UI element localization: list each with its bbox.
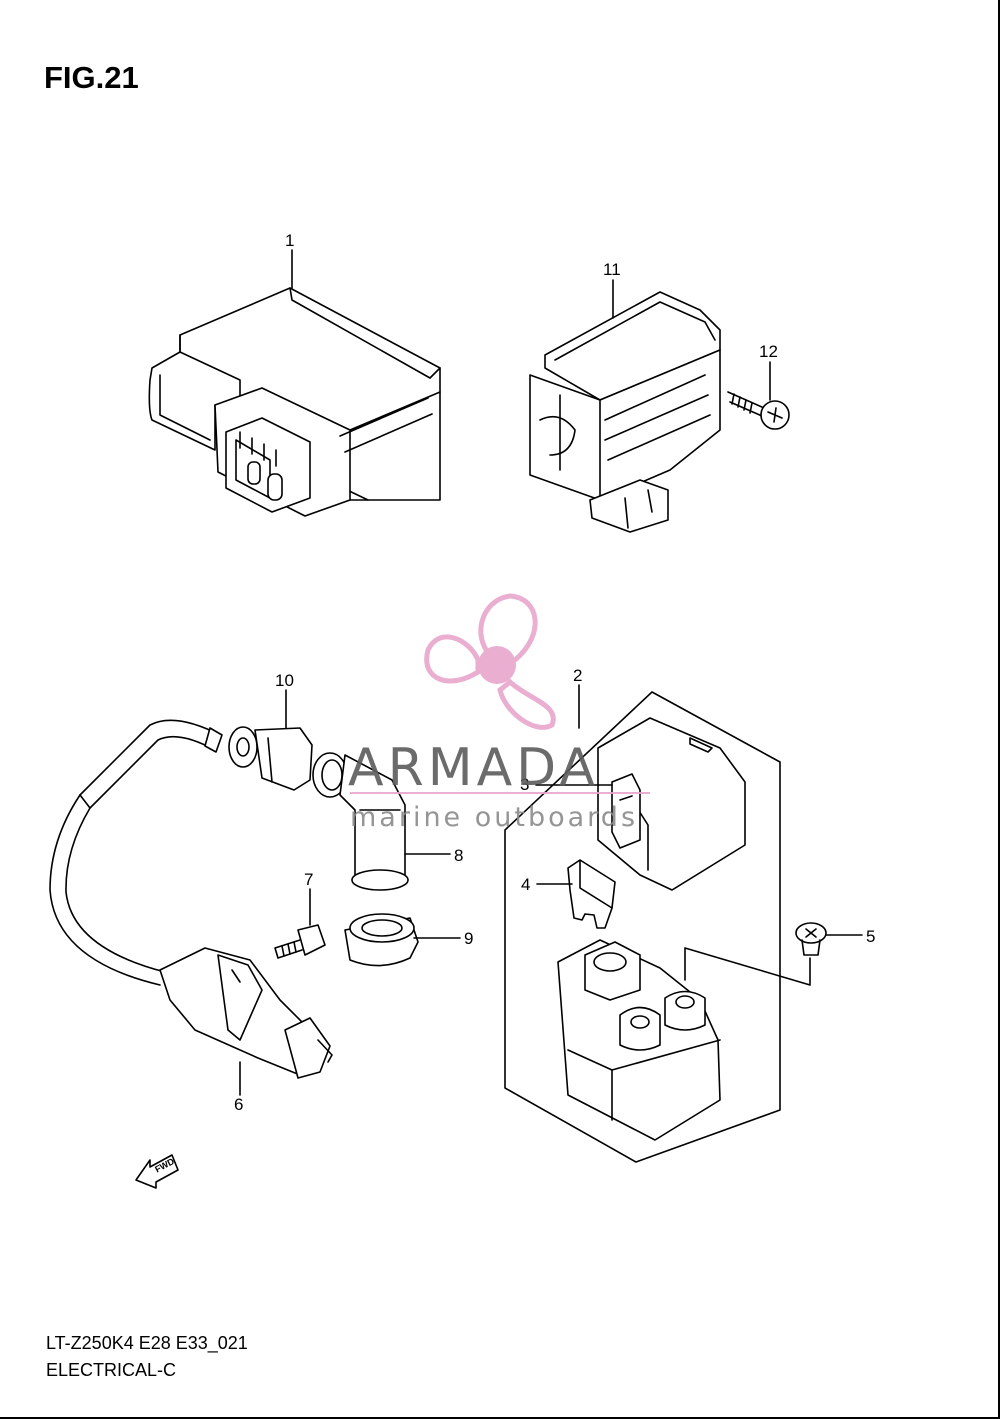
callout-11: 11: [603, 260, 621, 279]
watermark-tagline: marine outboards: [350, 802, 638, 833]
callout-9: 9: [464, 929, 473, 948]
watermark-brand: ARMADA: [348, 738, 599, 798]
part-10-cap-cover[interactable]: [228, 726, 313, 791]
callout-2: 2: [573, 666, 582, 685]
part-8-spark-plug-cap[interactable]: [312, 752, 409, 891]
callout-4: 4: [521, 875, 530, 894]
part-7-bolt[interactable]: [274, 924, 326, 959]
callout-6: 6: [234, 1095, 243, 1114]
leader-lines: [239, 249, 863, 1096]
callout-numbers: 1 2 3 4 5 6 7 8 9 10 11 12: [234, 231, 875, 1114]
part-9-seal[interactable]: [344, 913, 419, 967]
callout-3: 3: [520, 775, 529, 794]
part-4-fuse[interactable]: [567, 859, 616, 929]
part-6-ignition-coil[interactable]: [49, 719, 333, 1079]
callout-8: 8: [454, 846, 463, 865]
callout-7: 7: [304, 870, 313, 889]
part-11-regulator[interactable]: [529, 291, 721, 533]
part-2-starter-relay-assembly[interactable]: [504, 691, 811, 1163]
callout-5: 5: [866, 927, 875, 946]
watermark: ARMADA marine outboards: [348, 593, 650, 833]
fwd-arrow-icon: FWD: [135, 1154, 179, 1189]
figure-code: LT-Z250K4 E28 E33_021: [46, 1333, 248, 1353]
callout-10: 10: [275, 671, 294, 690]
propeller-logo-icon: [424, 593, 556, 730]
figure-section: ELECTRICAL-C: [46, 1360, 177, 1380]
figure-title: FIG.21: [44, 60, 139, 95]
part-1-cdi-unit[interactable]: [148, 287, 441, 517]
part-12-bolt[interactable]: [727, 391, 790, 430]
part-5-screw[interactable]: [795, 922, 827, 956]
callout-1: 1: [285, 231, 294, 250]
callout-12: 12: [759, 342, 778, 361]
